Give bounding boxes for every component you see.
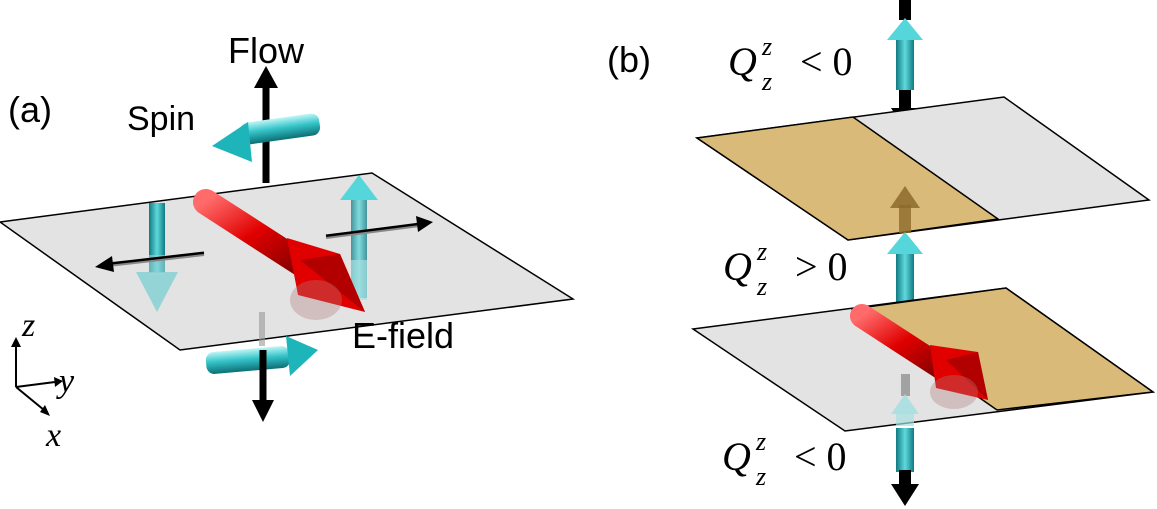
flow-arrow-left (95, 251, 205, 272)
relation-middle-sub: z (756, 272, 767, 301)
relation-top-sub: z (761, 67, 772, 96)
spin-arrow-lower (205, 336, 318, 376)
panel-a: (a) Flow Spin (0, 30, 576, 454)
flow-arrow-down (252, 350, 274, 422)
panel-b-label: (b) (607, 39, 651, 80)
efield-label: E-field (352, 315, 454, 356)
flow-label: Flow (228, 30, 305, 71)
relation-bottom-sub: z (755, 462, 766, 491)
axis-x-label: x (45, 417, 61, 454)
spin-arrow-bottom (891, 374, 919, 506)
coordinate-axes: z y x (11, 307, 75, 454)
relation-middle-rel: > 0 (795, 244, 848, 289)
relation-bottom-sup: z (755, 427, 766, 456)
relation-bottom-q: Q (722, 434, 751, 479)
plane-b-top (694, 96, 1151, 241)
spin-arrow-middle (887, 186, 923, 319)
axis-z-label: z (21, 307, 35, 344)
spin-arrow-left-down (136, 203, 178, 312)
panel-b: (b) Q z z < 0 (607, 0, 1156, 506)
efield-arrow-a (193, 189, 365, 320)
relation-middle: Q z z > 0 (723, 237, 848, 301)
efield-arrow-b (850, 304, 988, 409)
flow-arrow-right (325, 216, 433, 239)
relation-top-rel: < 0 (800, 39, 853, 84)
relation-top-q: Q (728, 39, 757, 84)
relation-middle-q: Q (723, 244, 752, 289)
relation-bottom: Q z z < 0 (722, 427, 847, 491)
axis-y-label: y (56, 363, 75, 400)
relation-top: Q z z < 0 (728, 32, 853, 96)
relation-top-sup: z (761, 32, 772, 61)
spin-label: Spin (127, 100, 195, 138)
panel-a-label: (a) (8, 89, 52, 130)
relation-middle-sup: z (756, 237, 767, 266)
spin-arrow-upper (212, 113, 321, 162)
relation-bottom-rel: < 0 (794, 434, 847, 479)
spin-arrow-right-up (340, 175, 378, 300)
